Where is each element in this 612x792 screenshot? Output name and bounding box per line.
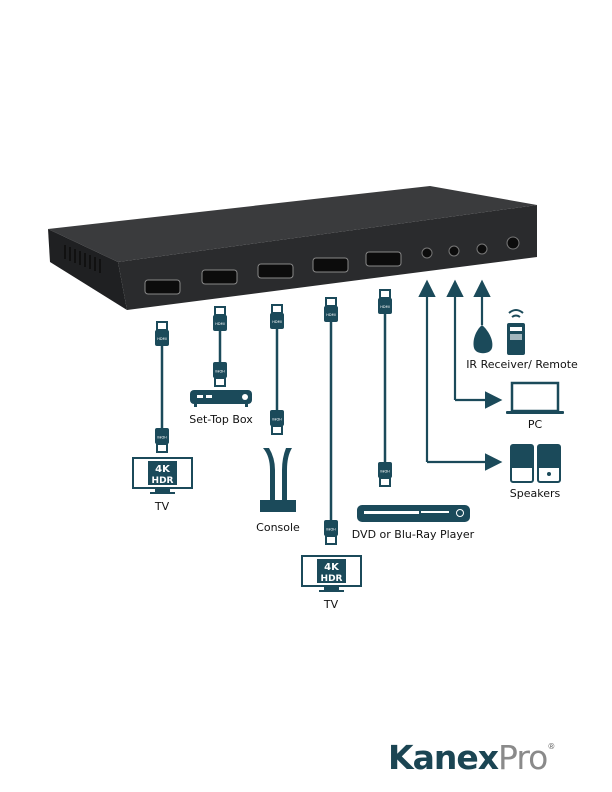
hdmi-plug-icon: HDMI: [155, 321, 169, 346]
logo-registered: ®: [547, 742, 555, 751]
vent-slots: [64, 245, 101, 273]
power-jack: [506, 236, 520, 250]
svg-text:HDMI: HDMI: [380, 305, 389, 309]
hdmi-port-output: [365, 251, 402, 267]
ir-receiver-icon: [473, 325, 493, 354]
hdmi-plug-icon: HDMI: [270, 304, 284, 329]
hdr-badge: HDR: [152, 476, 174, 486]
hdmi-plug-icon: HDMI: [213, 306, 227, 331]
svg-text:HDMI: HDMI: [380, 469, 389, 473]
ir-label: IR Receiver/ Remote: [466, 358, 578, 371]
hdmi-cables: HDMI HDMI HDMI HDMI HDMI HDMI HDMI HDMI HDMI HDMI: [155, 289, 392, 545]
kanexpro-logo: KanexPro®: [388, 738, 555, 777]
hdmi-plug-icon: HDMI: [324, 520, 338, 545]
remote-icon: [507, 323, 525, 355]
svg-text:HDMI: HDMI: [215, 369, 224, 373]
4k-badge: 4K: [155, 464, 171, 475]
hdmi-plug-icon: HDMI: [155, 428, 169, 453]
svg-text:HDMI: HDMI: [272, 417, 281, 421]
device-side: [48, 229, 127, 310]
hdmi-port: [257, 263, 294, 279]
hdr-badge: HDR: [321, 574, 343, 584]
hdmi-plug-icon: HDMI: [378, 289, 392, 314]
wifi-icon: [508, 309, 524, 318]
speakers-icon: [510, 444, 561, 483]
svg-text:HDMI: HDMI: [215, 322, 224, 326]
hdmi-port: [144, 279, 181, 295]
svg-text:HDMI: HDMI: [326, 313, 335, 317]
tv-icon: 4K HDR: [132, 457, 193, 494]
tv-label: TV: [323, 598, 339, 611]
hdmi-plug-icon: HDMI: [378, 462, 392, 487]
logo-primary: Kanex: [388, 738, 499, 777]
svg-text:HDMI: HDMI: [272, 320, 281, 324]
dvd-player-icon: [357, 505, 470, 522]
svg-text:HDMI: HDMI: [326, 527, 335, 531]
ir-jack: [448, 245, 460, 257]
tv-icon: 4K HDR: [301, 555, 362, 592]
hdmi-port: [312, 257, 349, 273]
set-top-box-icon: [190, 390, 252, 407]
hdmi-plug-icon: HDMI: [213, 362, 227, 387]
4k-badge: 4K: [324, 562, 340, 573]
hdmi-port: [201, 269, 238, 285]
hdmi-switcher-device: [48, 186, 537, 310]
svg-text:HDMI: HDMI: [157, 337, 166, 341]
speakers-label: Speakers: [510, 487, 561, 500]
console-icon: [260, 448, 296, 512]
console-label: Console: [256, 521, 300, 534]
set-top-box-label: Set-Top Box: [189, 413, 253, 426]
usb-jack: [476, 243, 488, 255]
tv-label: TV: [154, 500, 170, 513]
laptop-icon: [506, 381, 564, 414]
hdmi-plug-icon: HDMI: [270, 410, 284, 435]
logo-secondary: Pro: [498, 738, 548, 777]
device-top: [48, 186, 537, 262]
audio-jack: [421, 247, 433, 259]
audio-jacks: [421, 236, 520, 259]
hdmi-plug-icon: HDMI: [324, 297, 338, 322]
svg-text:HDMI: HDMI: [157, 435, 166, 439]
dvd-label: DVD or Blu-Ray Player: [352, 528, 475, 541]
hdmi-ports: [144, 251, 402, 295]
connection-arrows: [418, 279, 503, 471]
pc-label: PC: [528, 418, 543, 431]
